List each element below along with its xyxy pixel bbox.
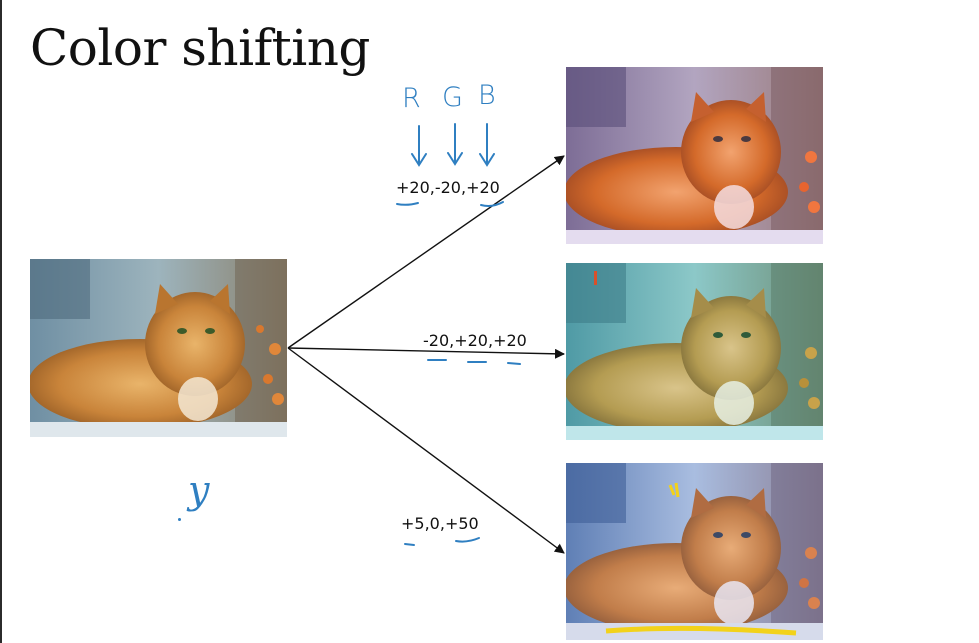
handwritten-underlines <box>396 201 521 546</box>
handwritten-r: R <box>402 83 421 114</box>
slide-title: Color shifting <box>30 19 370 77</box>
handwritten-g: G <box>442 82 463 113</box>
arrow-to-image-3 <box>287 347 565 554</box>
handwritten-y: y <box>188 468 210 512</box>
shifted-image-1 <box>566 67 823 244</box>
shift-label-2: -20,+20,+20 <box>423 331 527 350</box>
arrow-to-image-2 <box>287 347 565 359</box>
handwritten-b: B <box>478 80 496 111</box>
shifted-image-2 <box>566 263 823 440</box>
shift-label-1: +20,-20,+20 <box>396 178 500 197</box>
shift-label-3: +5,0,+50 <box>401 514 479 533</box>
original-cat-image <box>30 259 287 437</box>
handwritten-dot <box>178 518 181 521</box>
arrow-to-image-1 <box>287 155 565 349</box>
rgb-down-arrows <box>411 123 495 167</box>
window-edge <box>0 0 2 643</box>
shifted-image-3 <box>566 463 823 640</box>
